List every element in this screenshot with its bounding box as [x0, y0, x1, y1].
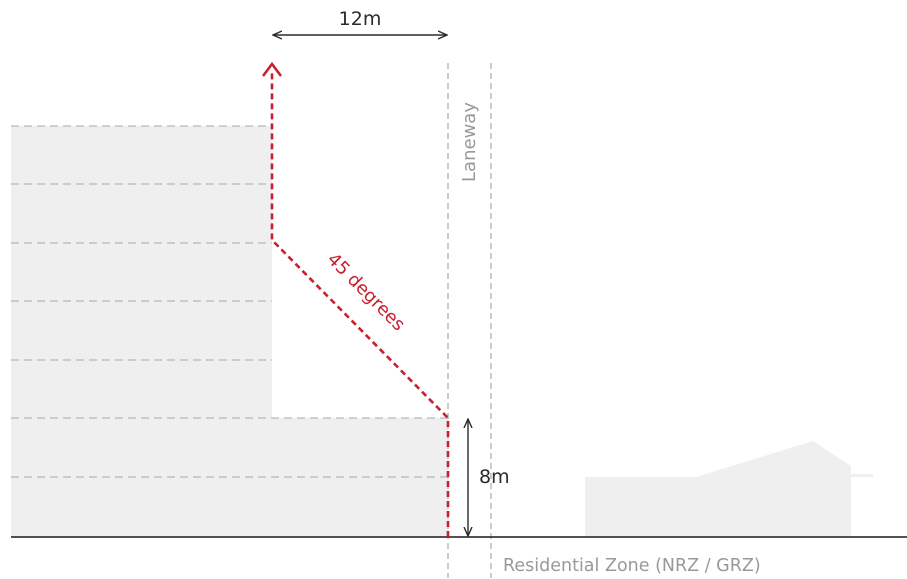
envelope-arrowhead [261, 61, 283, 77]
tower-block [11, 126, 272, 418]
floor-level-lines [11, 125, 448, 478]
laneway-label: Laneway [459, 102, 480, 182]
angle-label: 45 degrees [323, 249, 409, 335]
zone-label: Residential Zone (NRZ / GRZ) [503, 556, 761, 576]
laneway-boundary-lines [447, 63, 492, 578]
width-dimension-label: 12m [339, 8, 382, 30]
neighbour-house-silhouette [585, 441, 873, 537]
building-envelope-line [270, 70, 450, 537]
height-dimension-label: 8m [479, 466, 510, 488]
